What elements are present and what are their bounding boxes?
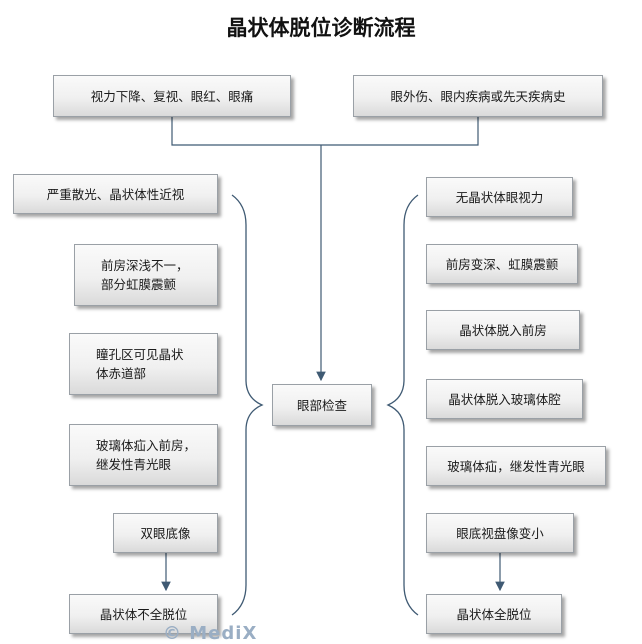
symptoms-box: 视力下降、复视、眼红、眼痛	[53, 75, 291, 117]
right-item-anterior-dislocation: 晶状体脱入前房	[426, 310, 580, 350]
diagram-title: 晶状体脱位诊断流程	[226, 16, 416, 40]
left-item-label: 瞳孔区可见晶状 体赤道部	[96, 347, 184, 381]
right-item-deep-chamber: 前房变深、虹膜震颤	[426, 244, 578, 284]
left-item-label: 玻璃体疝入前房， 继发性青光眼	[96, 438, 197, 472]
right-item-label: 眼底视盘像变小	[456, 525, 544, 541]
right-item-label: 前房变深、虹膜震颤	[445, 256, 559, 272]
left-item-label: 双眼底像	[140, 525, 191, 541]
eye-exam-box: 眼部检查	[272, 384, 372, 426]
watermark: © MediX	[163, 623, 258, 644]
left-item-chamber-depth: 前房深浅不一， 部分虹膜震颤	[74, 244, 218, 306]
right-brace	[386, 194, 419, 616]
right-item-label: 晶状体全脱位	[456, 606, 532, 622]
left-item-label: 严重散光、晶状体性近视	[46, 186, 185, 202]
left-brace	[231, 194, 264, 616]
right-item-label: 晶状体脱入前房	[459, 322, 547, 338]
right-item-label: 无晶状体眼视力	[455, 189, 544, 205]
history-box: 眼外伤、眼内疾病或先天疾病史	[353, 75, 603, 117]
left-item-vitreous-hernia: 玻璃体疝入前房， 继发性青光眼	[69, 424, 218, 486]
right-item-total-dislocation: 晶状体全脱位	[426, 594, 562, 634]
left-item-pupil-equator: 瞳孔区可见晶状 体赤道部	[69, 333, 218, 395]
right-item-label: 玻璃体疝，继发性青光眼	[447, 458, 585, 474]
right-item-small-disc: 眼底视盘像变小	[426, 513, 574, 553]
left-item-label: 前房深浅不一， 部分虹膜震颤	[101, 258, 189, 292]
history-label: 眼外伤、眼内疾病或先天疾病史	[390, 88, 566, 104]
right-item-label: 晶状体脱入玻璃体腔	[448, 391, 561, 407]
right-item-aphakic-vision: 无晶状体眼视力	[426, 177, 573, 217]
merge-connector	[171, 117, 479, 146]
symptoms-label: 视力下降、复视、眼红、眼痛	[90, 88, 254, 104]
right-item-vitreous-dislocation: 晶状体脱入玻璃体腔	[426, 379, 583, 419]
left-item-label: 晶状体不全脱位	[99, 606, 188, 622]
right-item-vitreous-glaucoma: 玻璃体疝，继发性青光眼	[426, 446, 606, 486]
left-item-double-fundus: 双眼底像	[113, 513, 218, 553]
eye-exam-label: 眼部检查	[296, 397, 347, 413]
left-item-subluxation: 晶状体不全脱位	[69, 594, 218, 634]
left-item-astigmatism: 严重散光、晶状体性近视	[13, 174, 218, 214]
